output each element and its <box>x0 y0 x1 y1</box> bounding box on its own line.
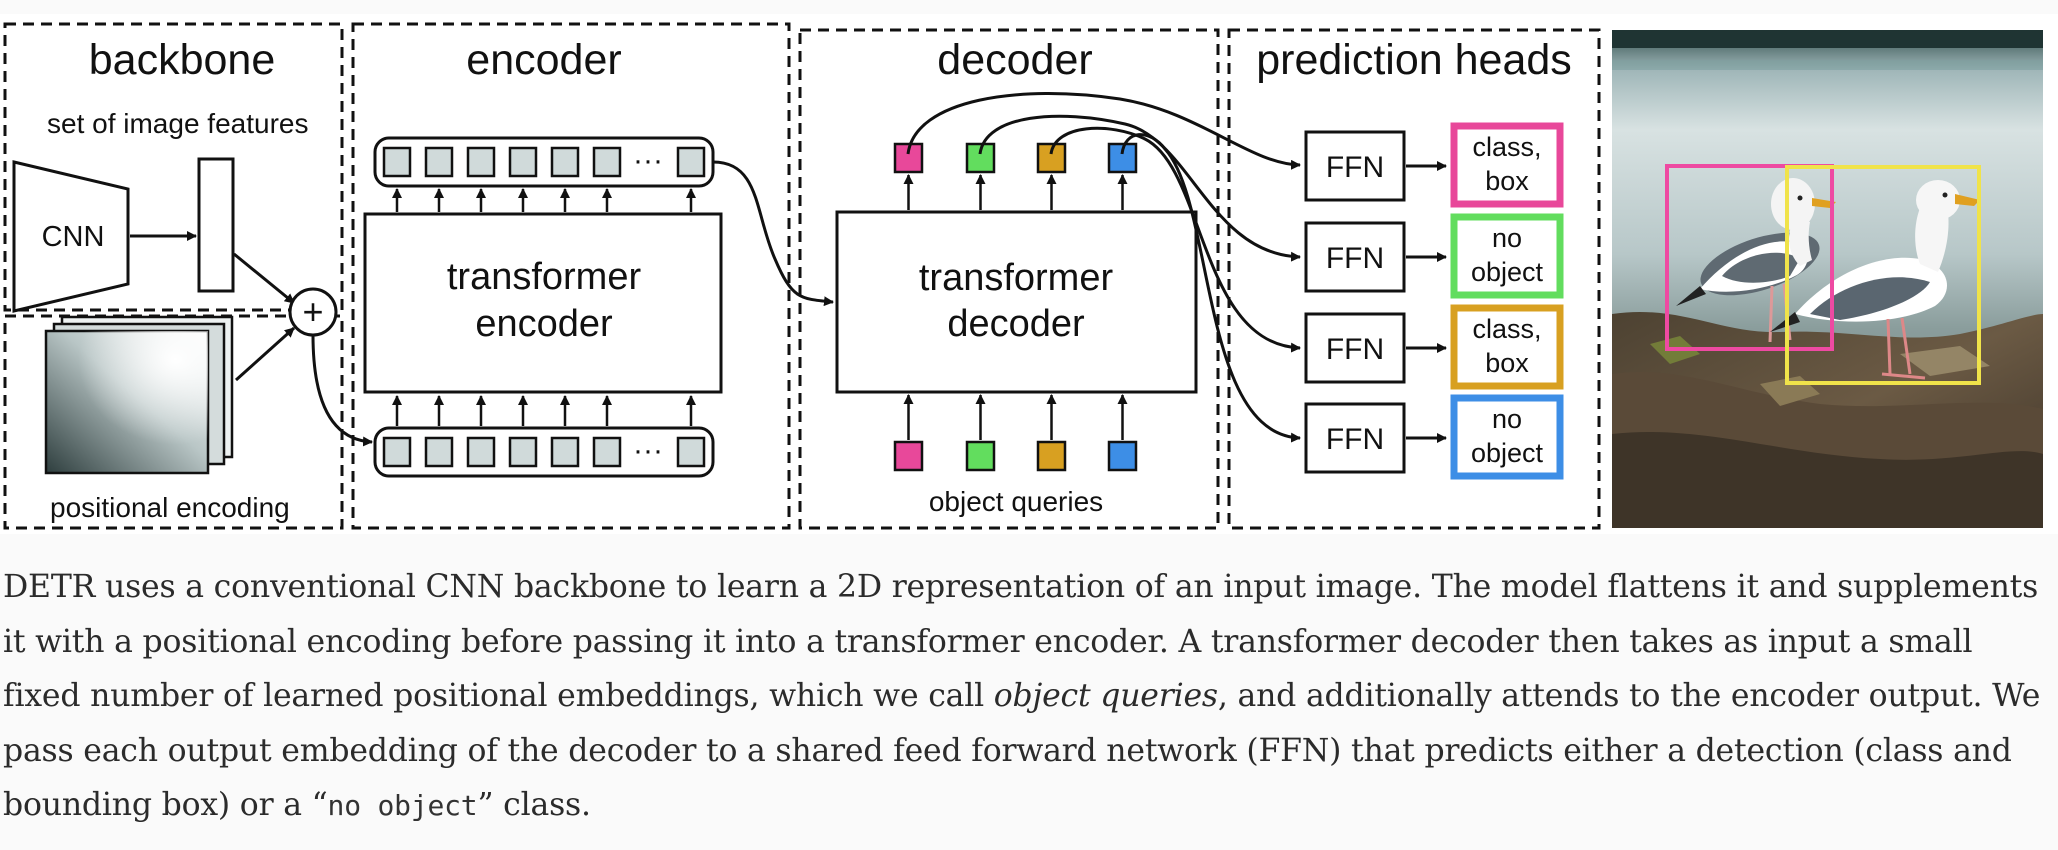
caption-part-2: , and additionally attends to the encode… <box>3 678 2041 823</box>
encoder-section <box>351 22 791 530</box>
object-query-squares <box>893 394 1138 472</box>
encoder-title: encoder <box>466 36 621 84</box>
ffn-label: FFN <box>1326 151 1384 184</box>
head-output-box <box>1450 213 1564 299</box>
encoder-input-token <box>382 436 412 468</box>
encoder-input-token <box>466 436 496 468</box>
prediction-heads-section <box>1227 28 1601 530</box>
encoder-to-decoder-arrow <box>712 160 834 307</box>
encoder-output-token <box>466 146 496 178</box>
prediction-heads: FFNclass,boxFFNnoobjectFFNclass,boxFFNno… <box>1304 122 1564 480</box>
head-output-box <box>1450 122 1564 208</box>
encoder-output-token <box>382 146 412 178</box>
encoder-input-token <box>676 436 706 468</box>
head-output-label-line2: object <box>1471 438 1544 468</box>
transformer-encoder-label-2: encoder <box>475 303 613 345</box>
features-to-sum-arrow <box>233 252 295 305</box>
plus-sign: + <box>302 291 323 332</box>
head-output-label-line1: class, <box>1472 314 1541 344</box>
sum-to-encoder-input-arrow <box>311 334 373 447</box>
query4-to-ffn4-arrow <box>1120 133 1301 443</box>
transformer-decoder-block <box>835 210 1198 394</box>
backbone-title: backbone <box>89 36 276 84</box>
transformer-decoder-label-2: decoder <box>947 303 1085 345</box>
detr-figure: backbone encoder decoder prediction head… <box>0 14 2058 534</box>
positional-encoding-label: positional encoding <box>50 492 290 523</box>
ffn-box <box>1304 221 1406 293</box>
cnn-trapezoid <box>12 160 130 313</box>
posenc-to-sum-arrow <box>234 326 296 382</box>
encoder-output-token <box>508 146 538 178</box>
detr-architecture-diagram: backbone encoder decoder prediction head… <box>3 22 2043 530</box>
caption-object-queries: object queries <box>993 678 1218 714</box>
caption-no-object: no object <box>327 789 478 822</box>
object-query <box>1036 440 1067 472</box>
encoder-input-tokens <box>373 426 715 478</box>
transformer-encoder-label-1: transformer <box>447 256 642 298</box>
positional-encoding-stack <box>44 315 234 475</box>
encoder-output-token <box>592 146 622 178</box>
ffn-label: FFN <box>1326 333 1384 366</box>
encoder-input-token <box>424 436 454 468</box>
decoder-output-embedding <box>1107 142 1138 174</box>
encoder-output-ellipsis: ··· <box>633 144 663 177</box>
query2-to-ffn2-arrow <box>978 114 1301 262</box>
ffn-label: FFN <box>1326 242 1384 275</box>
figure-caption: DETR uses a conventional CNN backbone to… <box>3 560 2048 834</box>
encoder-output-token <box>676 146 706 178</box>
object-queries-label: object queries <box>929 486 1103 517</box>
ffn-box <box>1304 130 1406 202</box>
transformer-encoder-block <box>363 212 723 394</box>
object-query <box>1107 440 1138 472</box>
encoder-input-token <box>508 436 538 468</box>
transformer-decoder-label-1: transformer <box>919 257 1114 299</box>
encoder-output-token <box>550 146 580 178</box>
object-query <box>965 440 996 472</box>
caption-part-1: DETR uses a conventional CNN backbone to… <box>3 569 2039 714</box>
head-output-label-line2: object <box>1471 257 1544 287</box>
ffn-box <box>1304 312 1406 384</box>
cnn-label: CNN <box>42 221 105 253</box>
encoder-input-ellipsis: ··· <box>633 434 663 467</box>
encoder-output-tokens <box>373 136 715 188</box>
encoder-input-token <box>592 436 622 468</box>
object-query <box>893 440 924 472</box>
ffn-label: FFN <box>1326 423 1384 456</box>
decoder-output-embedding <box>965 142 996 174</box>
head-output-label-line2: box <box>1485 166 1529 196</box>
head-output-label-line2: box <box>1485 348 1529 378</box>
decoder-output-embeddings <box>893 142 1138 210</box>
ffn-box <box>1304 402 1406 474</box>
head-output-label-line1: no <box>1492 223 1522 253</box>
decoder-output-embedding <box>893 142 924 174</box>
head-output-label-line1: class, <box>1472 132 1541 162</box>
left-gull <box>1676 178 1836 343</box>
yellow-bounding-box <box>1785 165 1981 385</box>
encoder-arrows <box>392 188 696 426</box>
caption-part-3: ” class. <box>477 787 591 823</box>
backbone-section <box>3 22 344 312</box>
detection-photo <box>1612 30 2043 528</box>
head-output-box <box>1450 394 1564 480</box>
image-features-bar <box>197 157 235 293</box>
prediction-heads-title: prediction heads <box>1256 36 1572 84</box>
decoder-title: decoder <box>937 36 1092 84</box>
encoder-input-token <box>550 436 580 468</box>
query3-to-ffn3-arrow <box>1049 126 1301 353</box>
decoder-to-ffn-arrows <box>906 92 1301 443</box>
head-output-label-line1: no <box>1492 404 1522 434</box>
head-output-box <box>1450 304 1564 390</box>
pink-bounding-box <box>1665 164 1834 351</box>
query1-to-ffn1-arrow <box>906 92 1301 170</box>
set-of-image-features-label: set of image features <box>47 108 308 139</box>
encoder-output-token <box>424 146 454 178</box>
